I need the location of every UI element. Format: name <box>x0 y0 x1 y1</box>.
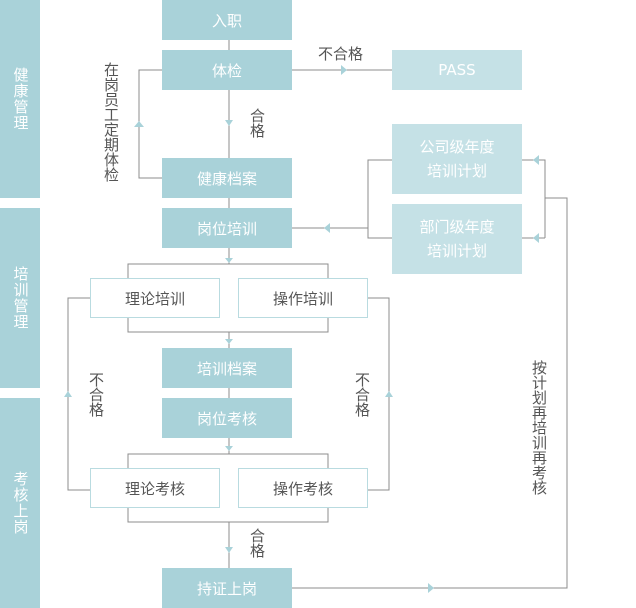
plan-line: 培训计划 <box>426 162 487 180</box>
node-entry: 入职 <box>162 0 292 40</box>
section-label: 考核上岗 <box>11 471 30 535</box>
section-training-management: 培训管理 <box>0 208 40 388</box>
label-qualified: 合格 <box>248 528 266 558</box>
label-fail-exam: 不合格 <box>318 45 364 63</box>
node-health-record: 健康档案 <box>162 158 292 198</box>
node-practice-training: 操作培训 <box>238 278 368 318</box>
label-qualified: 合格 <box>248 108 266 138</box>
node-theory-exam: 理论考核 <box>90 468 220 508</box>
node-practice-exam: 操作考核 <box>238 468 368 508</box>
section-label: 健康管理 <box>11 67 30 131</box>
node-training-record: 培训档案 <box>162 348 292 388</box>
label-periodic-check: 在岗员工定期体检 <box>102 62 120 182</box>
plan-line: 公司级年度 <box>419 138 495 156</box>
section-label: 培训管理 <box>11 266 30 330</box>
node-job-training: 岗位培训 <box>162 208 292 248</box>
section-assessment: 考核上岗 <box>0 398 40 608</box>
section-health-management: 健康管理 <box>0 0 40 198</box>
plan-line: 部门级年度 <box>419 218 495 236</box>
node-certified-post: 持证上岗 <box>162 568 292 608</box>
node-physical-exam: 体检 <box>162 50 292 90</box>
label-fail-right: 不合格 <box>353 372 371 417</box>
label-retrain: 按计划再培训再考核 <box>530 360 548 495</box>
plan-line: 培训计划 <box>426 242 487 260</box>
node-pass: PASS <box>392 50 522 90</box>
node-job-assessment: 岗位考核 <box>162 398 292 438</box>
label-fail-left: 不合格 <box>87 372 105 417</box>
node-department-training-plan: 部门级年度 培训计划 <box>392 204 522 274</box>
node-theory-training: 理论培训 <box>90 278 220 318</box>
node-company-training-plan: 公司级年度 培训计划 <box>392 124 522 194</box>
